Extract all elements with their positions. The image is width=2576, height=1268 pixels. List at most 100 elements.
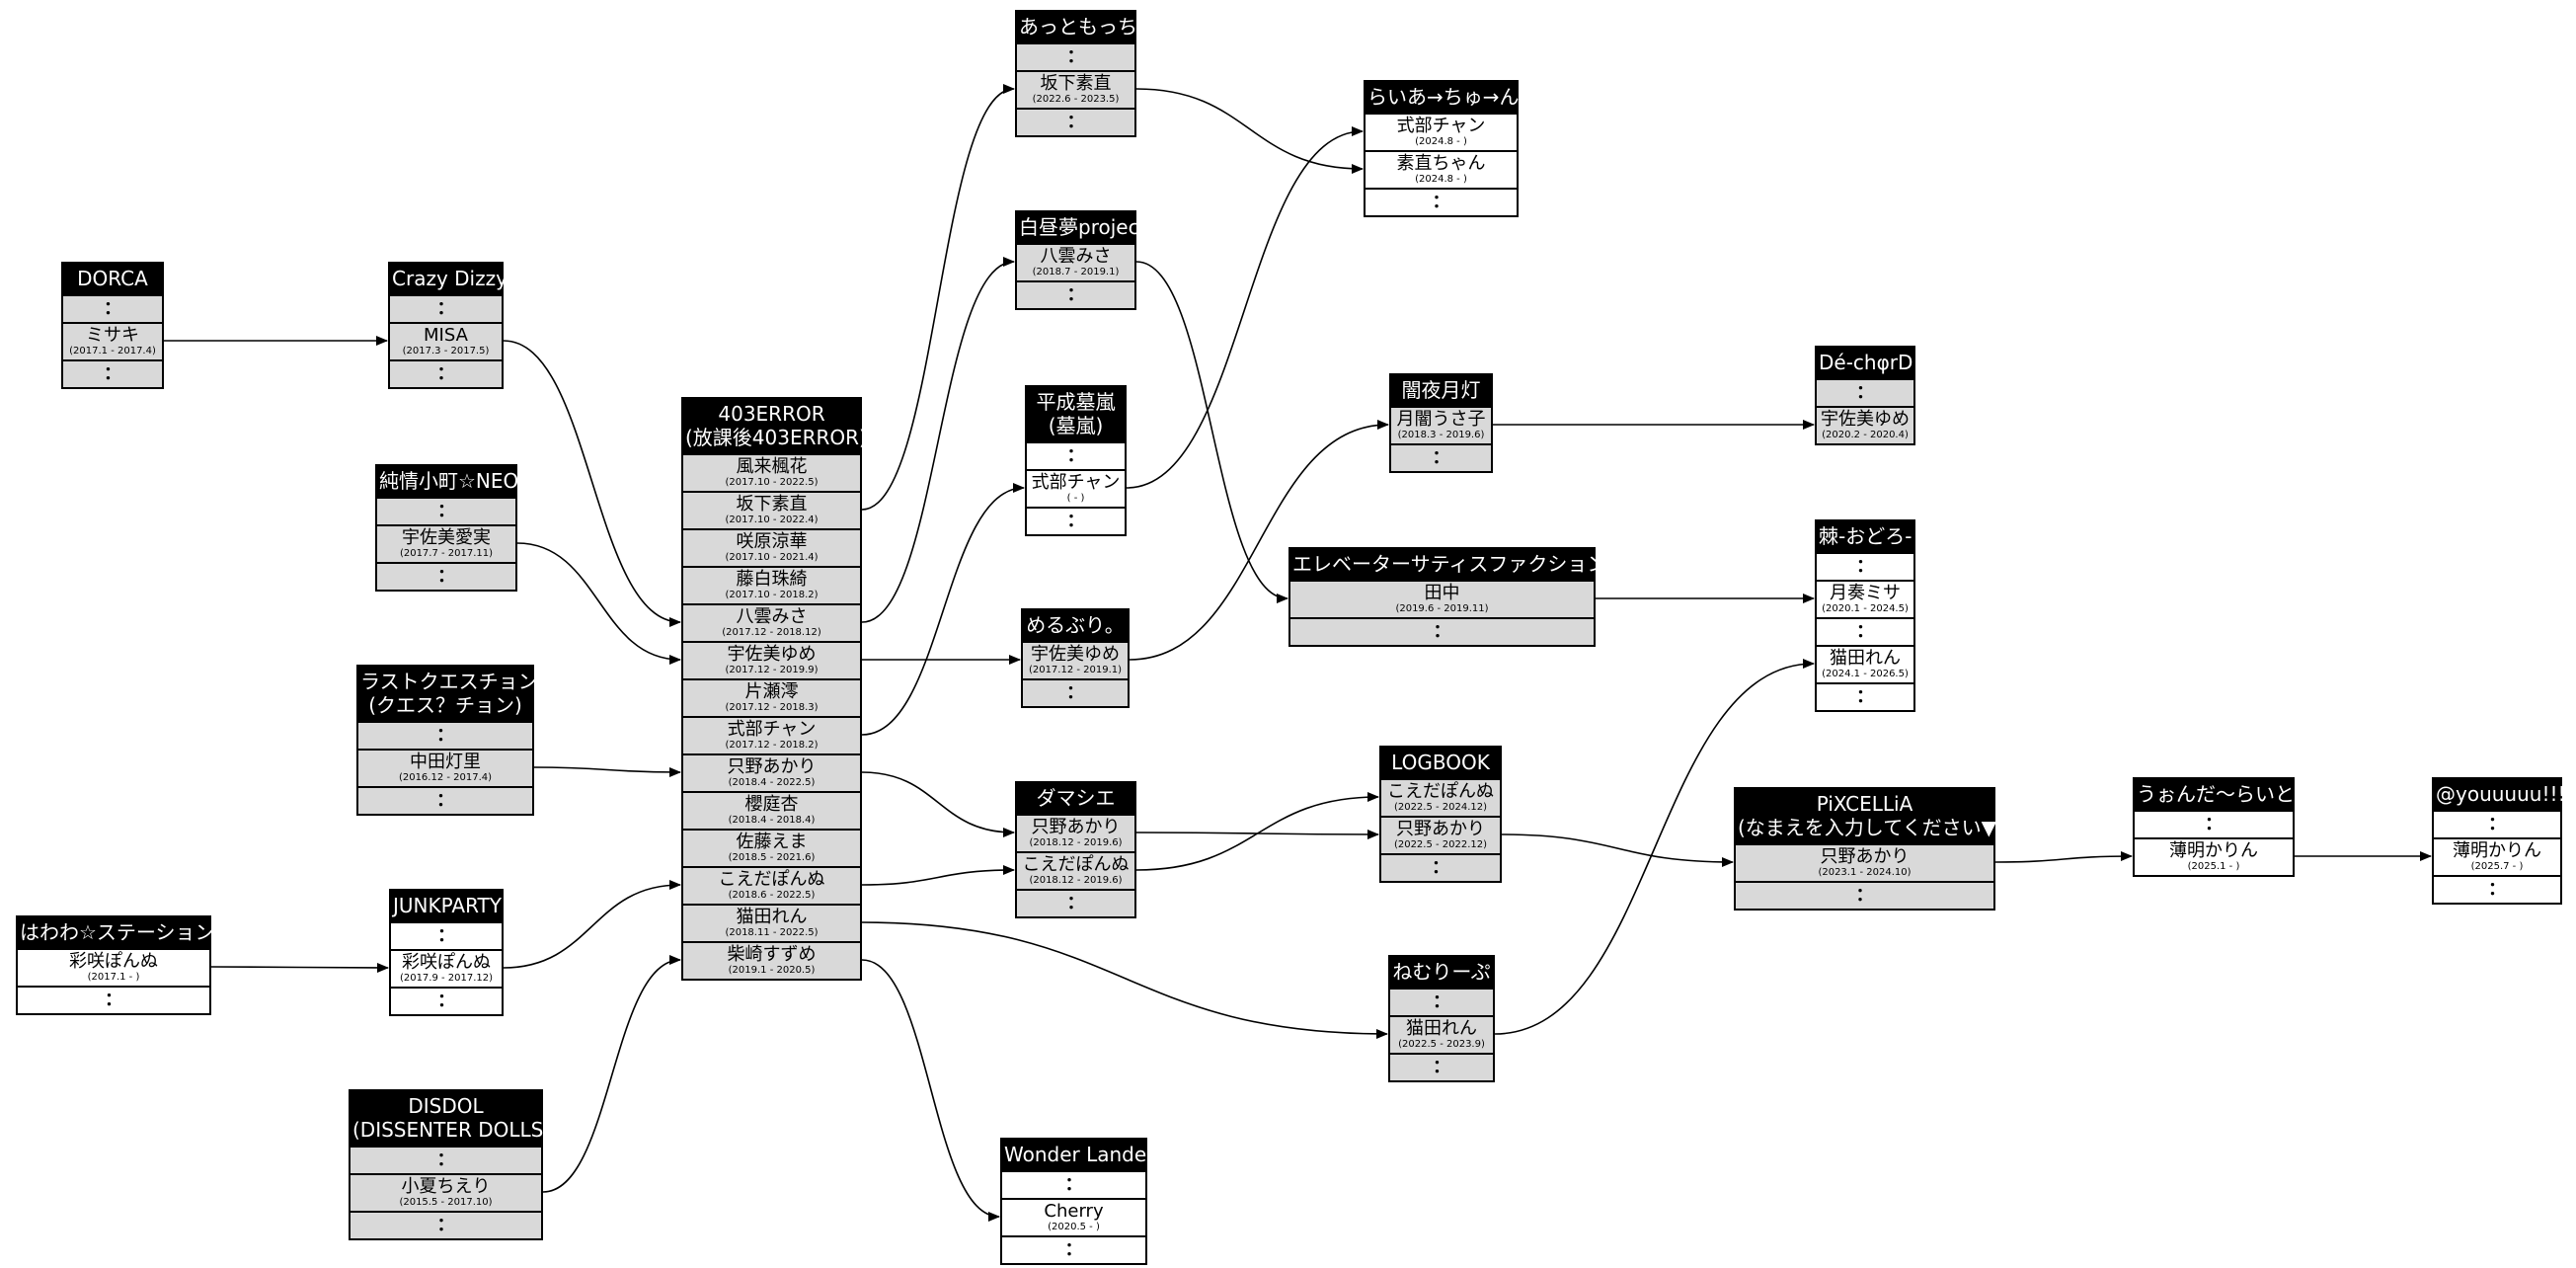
group-node-meruburi[interactable]: めるぶり。宇佐美ゆめ(2017.12 - 2019.1)： bbox=[1021, 608, 1130, 708]
ellipsis-row: ： bbox=[390, 294, 502, 322]
member-period: (2017.10 - 2022.4) bbox=[725, 515, 819, 525]
member-period: (2018.12 - 2019.6) bbox=[1029, 875, 1123, 886]
ellipsis-row: ： bbox=[1017, 108, 1134, 135]
member-transfer-arrow bbox=[1494, 659, 1815, 1035]
group-title: LOGBOOK bbox=[1381, 748, 1500, 778]
member-transfer-arrow bbox=[861, 959, 1000, 1222]
ellipsis-marker: ： bbox=[105, 990, 122, 1010]
member-period: (2017.1 - 2017.4) bbox=[69, 346, 156, 357]
group-node-attomocchi[interactable]: あっともっち：坂下素直(2022.6 - 2023.5)： bbox=[1015, 10, 1137, 137]
group-node-lastquestion[interactable]: ラストクエスチョン (クエス？チョン)：中田灯里(2016.12 - 2017.… bbox=[356, 665, 538, 816]
ellipsis-marker: ： bbox=[1856, 621, 1874, 642]
member-period: (2017.12 - 2018.2) bbox=[725, 740, 819, 751]
member-period: (2017.10 - 2018.2) bbox=[725, 590, 819, 600]
member-row: 田中(2019.6 - 2019.11) bbox=[1290, 580, 1594, 617]
group-node-elevator[interactable]: エレベーターサティスファクション田中(2019.6 - 2019.11)： bbox=[1288, 547, 1606, 647]
group-title: @youuuuu!!! bbox=[2434, 779, 2566, 810]
member-row: 風来楓花(2017.10 - 2022.5) bbox=[683, 453, 860, 491]
group-node-nemuriloop[interactable]: ねむりーぷ：猫田れん(2022.5 - 2023.9)： bbox=[1388, 955, 1495, 1082]
ellipsis-row: ： bbox=[2434, 875, 2560, 903]
group-title: 平成墓嵐 (墓嵐) bbox=[1027, 387, 1125, 441]
member-transfer-arrow bbox=[861, 771, 1015, 837]
ellipsis-marker: ： bbox=[436, 298, 455, 319]
group-node-raiachun[interactable]: らいあ→ちゅ→ん式部チャン(2024.8 - )素直ちゃん(2024.8 - )… bbox=[1364, 80, 1520, 217]
member-name: 薄明かりん bbox=[2169, 840, 2258, 861]
group-title: 403ERROR (放課後403ERROR) bbox=[683, 399, 867, 453]
member-period: (2019.6 - 2019.11) bbox=[1395, 603, 1489, 614]
group-node-dorca[interactable]: DORCA：ミサキ(2017.1 - 2017.4)： bbox=[61, 262, 164, 389]
group-node-yamiyo[interactable]: 闇夜月灯月闇うさ子(2018.3 - 2019.6)： bbox=[1389, 373, 1493, 473]
member-transfer-arrow bbox=[861, 865, 1015, 886]
group-title: Wonder Lander bbox=[1002, 1140, 1154, 1170]
member-name: 只野あかり bbox=[727, 756, 817, 777]
member-name: 月奏ミサ bbox=[1830, 583, 1901, 603]
member-row: 只野あかり(2022.5 - 2022.12) bbox=[1381, 816, 1500, 853]
member-period: (2022.6 - 2023.5) bbox=[1032, 94, 1120, 105]
group-node-junjou[interactable]: 純情小町☆NEO：宇佐美愛実(2017.7 - 2017.11)： bbox=[375, 464, 518, 592]
member-row: 薄明かりん(2025.1 - ) bbox=[2135, 837, 2293, 875]
ellipsis-marker: ： bbox=[2488, 814, 2506, 834]
member-period: (2015.5 - 2017.10) bbox=[399, 1197, 493, 1208]
member-name: 柴崎すずめ bbox=[727, 944, 817, 965]
ellipsis-marker: ： bbox=[437, 925, 455, 946]
group-node-crazydizzy[interactable]: Crazy Dizzy：MISA(2017.3 - 2017.5)： bbox=[388, 262, 507, 389]
group-node-wonderite[interactable]: うぉんだ～らいと：薄明かりん(2025.1 - ) bbox=[2133, 777, 2295, 877]
ellipsis-marker: ： bbox=[1066, 46, 1085, 67]
group-node-heisei[interactable]: 平成墓嵐 (墓嵐)：式部チャン( - )： bbox=[1025, 385, 1127, 536]
group-title: 闇夜月灯 bbox=[1391, 375, 1491, 406]
member-name: 月闇うさ子 bbox=[1396, 409, 1486, 430]
group-node-hawawa[interactable]: はわわ☆ステーション彩咲ぽんぬ(2017.1 - )： bbox=[16, 915, 215, 1015]
member-period: (2018.7 - 2019.1) bbox=[1032, 267, 1120, 277]
member-name: 式部チャン bbox=[1031, 472, 1121, 493]
group-node-e403[interactable]: 403ERROR (放課後403ERROR)風来楓花(2017.10 - 202… bbox=[681, 397, 867, 981]
member-row: ミサキ(2017.1 - 2017.4) bbox=[63, 322, 162, 359]
member-row: 櫻庭杏(2018.4 - 2018.4) bbox=[683, 791, 860, 829]
group-title: DISDOL (DISSENTER DOLLS) bbox=[351, 1091, 551, 1146]
member-name: 八雲みさ bbox=[1040, 246, 1112, 267]
group-node-youuuuu[interactable]: @youuuuu!!!：薄明かりん(2025.7 - )： bbox=[2432, 777, 2566, 905]
ellipsis-row: ： bbox=[1817, 378, 1913, 406]
ellipsis-marker: ： bbox=[436, 363, 455, 384]
group-node-ibara[interactable]: 棘-おどろ-：月奏ミサ(2020.1 - 2024.5)：猫田れん(2024.1… bbox=[1815, 519, 1915, 712]
member-name: 坂下素直 bbox=[1040, 73, 1112, 94]
member-name: 宇佐美愛実 bbox=[402, 527, 491, 548]
ellipsis-marker: ： bbox=[1433, 991, 1450, 1012]
ellipsis-row: ： bbox=[1027, 441, 1125, 469]
group-node-dechord[interactable]: Dé-chφrD：宇佐美ゆめ(2020.2 - 2020.4) bbox=[1815, 346, 1915, 445]
ellipsis-marker: ： bbox=[104, 363, 121, 384]
member-row: 坂下素直(2022.6 - 2023.5) bbox=[1017, 70, 1134, 108]
member-name: 宇佐美ゆめ bbox=[1031, 644, 1120, 665]
group-title: 純情小町☆NEO bbox=[377, 466, 518, 497]
group-node-disdol[interactable]: DISDOL (DISSENTER DOLLS)：小夏ちえり(2015.5 - … bbox=[349, 1089, 551, 1240]
member-name: 只野あかり bbox=[1820, 846, 1910, 867]
member-row: 月奏ミサ(2020.1 - 2024.5) bbox=[1817, 580, 1913, 617]
member-row: 藤白珠綺(2017.10 - 2018.2) bbox=[683, 566, 860, 603]
member-period: (2018.5 - 2021.6) bbox=[728, 852, 816, 863]
member-period: (2018.11 - 2022.5) bbox=[725, 927, 819, 938]
member-period: (2017.10 - 2022.5) bbox=[725, 477, 819, 488]
group-title: らいあ→ちゅ→ん bbox=[1366, 82, 1520, 113]
ellipsis-row: ： bbox=[1817, 552, 1913, 580]
group-node-pixcellia[interactable]: PiXCELLiA (なまえを入力してください▼)只野あかり(2023.1 - … bbox=[1734, 787, 2004, 911]
ellipsis-row: ： bbox=[2135, 810, 2293, 837]
ellipsis-marker: ： bbox=[436, 790, 454, 811]
member-period: (2016.12 - 2017.4) bbox=[398, 772, 493, 783]
ellipsis-marker: ： bbox=[1432, 447, 1450, 468]
group-node-junkparty[interactable]: JUNKPARTY：彩咲ぽんぬ(2017.9 - 2017.12)： bbox=[389, 889, 504, 1016]
ellipsis-marker: ： bbox=[1064, 1239, 1083, 1260]
ellipsis-row: ： bbox=[1736, 881, 1993, 909]
member-row: 宇佐美ゆめ(2017.12 - 2019.9) bbox=[683, 641, 860, 678]
ellipsis-row: ： bbox=[1027, 507, 1125, 534]
group-node-wonderlander[interactable]: Wonder Lander：Cherry(2020.5 - )： bbox=[1000, 1138, 1154, 1265]
member-row: こえだぽんぬ(2018.12 - 2019.6) bbox=[1017, 851, 1134, 889]
member-name: 片瀬澪 bbox=[744, 681, 799, 702]
member-period: (2017.12 - 2018.12) bbox=[722, 627, 821, 638]
group-node-damashie[interactable]: ダマシエ只野あかり(2018.12 - 2019.6)こえだぽんぬ(2018.1… bbox=[1015, 781, 1136, 918]
ellipsis-row: ： bbox=[1017, 280, 1134, 308]
ellipsis-row: ： bbox=[1391, 443, 1491, 471]
member-transfer-arrow bbox=[1501, 833, 1734, 867]
ellipsis-row: ： bbox=[18, 986, 209, 1013]
